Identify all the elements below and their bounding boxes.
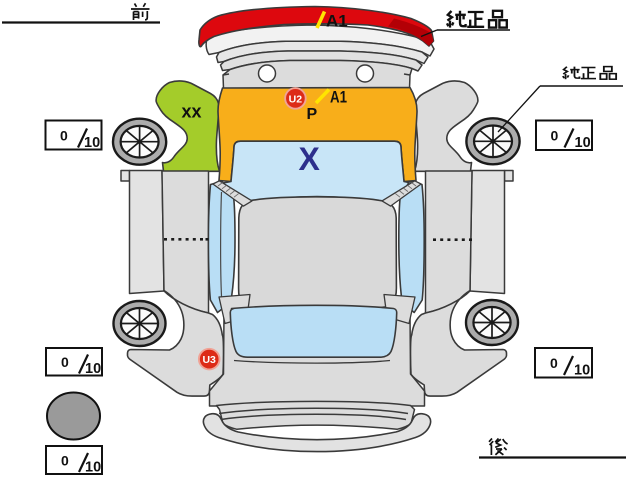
svg-text:10: 10 <box>85 361 101 377</box>
svg-text:0: 0 <box>60 128 68 144</box>
svg-text:0: 0 <box>550 355 558 371</box>
svg-text:X: X <box>299 141 321 177</box>
svg-text:U2: U2 <box>289 93 303 105</box>
svg-text:U3: U3 <box>202 354 216 366</box>
svg-text:A1: A1 <box>326 12 348 31</box>
svg-text:xx: xx <box>182 102 202 122</box>
svg-text:0: 0 <box>551 128 559 144</box>
svg-text:10: 10 <box>84 135 100 151</box>
svg-text:A1: A1 <box>330 88 347 107</box>
svg-text:10: 10 <box>85 460 101 476</box>
svg-text:10: 10 <box>575 135 591 151</box>
svg-text:10: 10 <box>574 363 590 379</box>
svg-text:0: 0 <box>61 453 69 469</box>
svg-text:0: 0 <box>61 354 69 370</box>
svg-text:P: P <box>307 106 318 123</box>
